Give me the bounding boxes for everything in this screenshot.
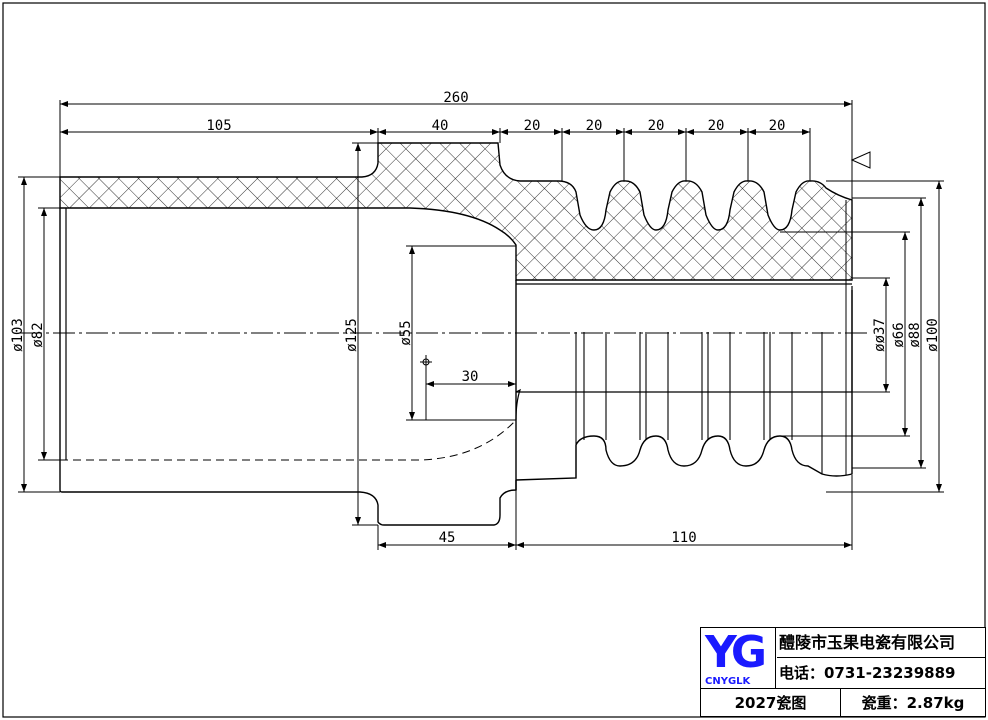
dimension-lines: [18, 100, 944, 550]
dim-dia-88: ø88: [907, 322, 923, 347]
dim-pitch-5: 20: [769, 118, 786, 134]
dim-dia-37: øø37: [872, 318, 888, 352]
dim-dia-125: ø125: [344, 318, 360, 352]
dim-dia-103: ø103: [10, 318, 26, 352]
dim-110: 110: [671, 530, 696, 546]
dim-105: 105: [206, 118, 231, 134]
dim-pitch-3: 20: [648, 118, 665, 134]
section-hatched: [59, 142, 853, 281]
dim-40: 40: [432, 118, 449, 134]
dim-pitch-2: 20: [586, 118, 603, 134]
dim-260: 260: [443, 90, 468, 106]
logo-subtext: CNYGLK: [705, 676, 751, 687]
phone-number: 电话：0731-23239889: [779, 664, 956, 682]
dim-pitch-1: 20: [524, 118, 541, 134]
dim-dia-82: ø82: [30, 322, 46, 347]
hidden-lines: [60, 419, 517, 461]
dim-30: 30: [462, 369, 479, 385]
dim-dia-55: ø55: [398, 320, 414, 345]
porcelain-weight: 瓷重：2.87kg: [841, 688, 985, 716]
dim-45: 45: [439, 530, 456, 546]
company-name: 醴陵市玉果电瓷有限公司: [777, 628, 985, 658]
dim-pitch-4: 20: [708, 118, 725, 134]
company-logo: YG CNYGLK: [701, 628, 776, 688]
title-block: YG CNYGLK 醴陵市玉果电瓷有限公司 电话：0731-23239889 2…: [700, 627, 986, 717]
dim-dia-66: ø66: [891, 322, 907, 347]
dim-dia-100: ø100: [925, 318, 941, 352]
shed-ribs: [575, 332, 823, 478]
logo-mark: YG: [705, 627, 767, 678]
section-outline-lower: [59, 208, 853, 526]
drawing-number: 2027瓷图: [701, 688, 841, 716]
